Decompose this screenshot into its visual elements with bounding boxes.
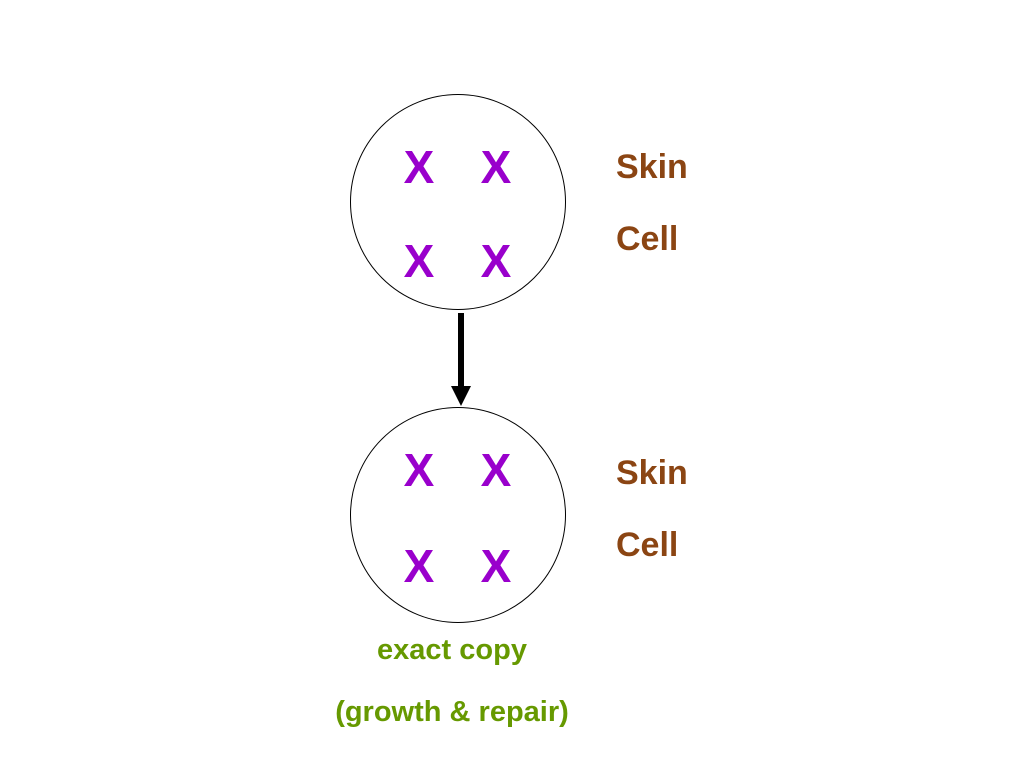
parent-chromosome: X [480,235,512,287]
parent-chromosome: X [480,141,512,193]
caption-line1: exact copy [377,634,527,666]
parent-chromosome: X [403,141,435,193]
daughter-cell-label-line1: Skin [616,454,688,492]
arrow-head [451,386,471,406]
daughter-cell-label-line2: Cell [616,526,679,564]
daughter-chromosome: X [403,444,435,496]
parent-cell-circle [350,94,566,310]
parent-chromosome: X [403,235,435,287]
parent-cell-label-line1: Skin [616,148,688,186]
parent-cell-label-line2: Cell [616,220,679,258]
daughter-chromosome: X [480,444,512,496]
daughter-chromosome: X [480,540,512,592]
caption-line2: (growth & repair) [335,696,569,728]
daughter-chromosome: X [403,540,435,592]
daughter-cell-circle [350,407,566,623]
